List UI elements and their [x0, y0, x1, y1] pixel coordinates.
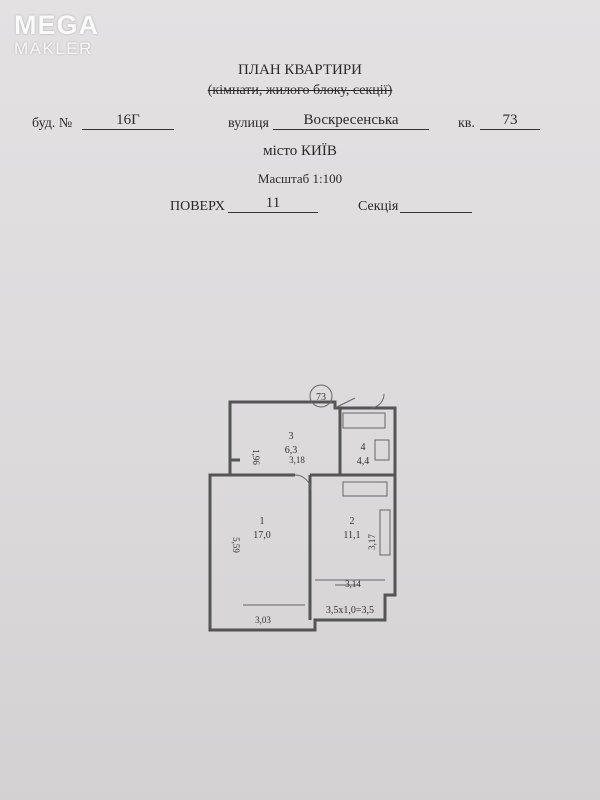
floor-plan-svg: 73 3 6,3 4 4,4 1 17,0 2 11,1 3,18 1,96 5… [208, 384, 397, 632]
document-title: ПЛАН КВАРТИРИ [237, 62, 362, 78]
room-4-number: 4 [361, 442, 366, 453]
dimension-3-03: 3,03 [255, 615, 271, 625]
apartment-label: кв. [458, 116, 475, 131]
room-3-area: 6,3 [285, 445, 298, 456]
document-subtitle: (кімнати, жилого блоку, секції) [207, 83, 393, 98]
dimension-1-96: 1,96 [251, 449, 261, 465]
logo-line-1: MEGA [14, 10, 99, 40]
building-label: буд. № [32, 116, 73, 131]
section-value [400, 195, 472, 213]
dimension-3-18: 3,18 [289, 455, 305, 465]
room-2-area: 11,1 [343, 530, 360, 541]
city-line: місто КИЇВ [263, 143, 337, 159]
floor-value: 11 [228, 195, 318, 213]
street-label: вулиця [228, 116, 269, 131]
floor-plan-drawing: 73 3 6,3 4 4,4 1 17,0 2 11,1 3,18 1,96 5… [195, 380, 425, 650]
logo-line-2: MAKLER [14, 39, 93, 58]
room-4-area: 4,4 [357, 456, 370, 467]
room-1-area: 17,0 [253, 530, 271, 541]
balcony-area: 3,5x1,0=3,5 [326, 605, 374, 616]
dimension-3-17: 3,17 [367, 534, 377, 550]
plan-apartment-number: 73 [316, 392, 326, 403]
plan-labels: 73 3 6,3 4 4,4 1 17,0 2 11,1 3,18 1,96 5… [231, 392, 377, 625]
room-1-number: 1 [260, 516, 265, 527]
plan-walls [208, 400, 397, 632]
apartment-value: 73 [480, 112, 540, 130]
dimension-5-59: 5,59 [231, 537, 241, 553]
section-label: Секція [358, 199, 399, 214]
building-value: 16Г [82, 112, 174, 130]
scale-line: Масштаб 1:100 [257, 171, 343, 186]
floor-label: ПОВЕРХ [170, 199, 226, 214]
street-value: Воскресенська [273, 112, 429, 130]
plan-details [243, 384, 391, 606]
watermark-logo: MEGA MAKLER [14, 10, 99, 59]
dimension-3-14: 3,14 [345, 579, 361, 589]
room-2-number: 2 [350, 516, 355, 527]
room-3-number: 3 [289, 431, 294, 442]
